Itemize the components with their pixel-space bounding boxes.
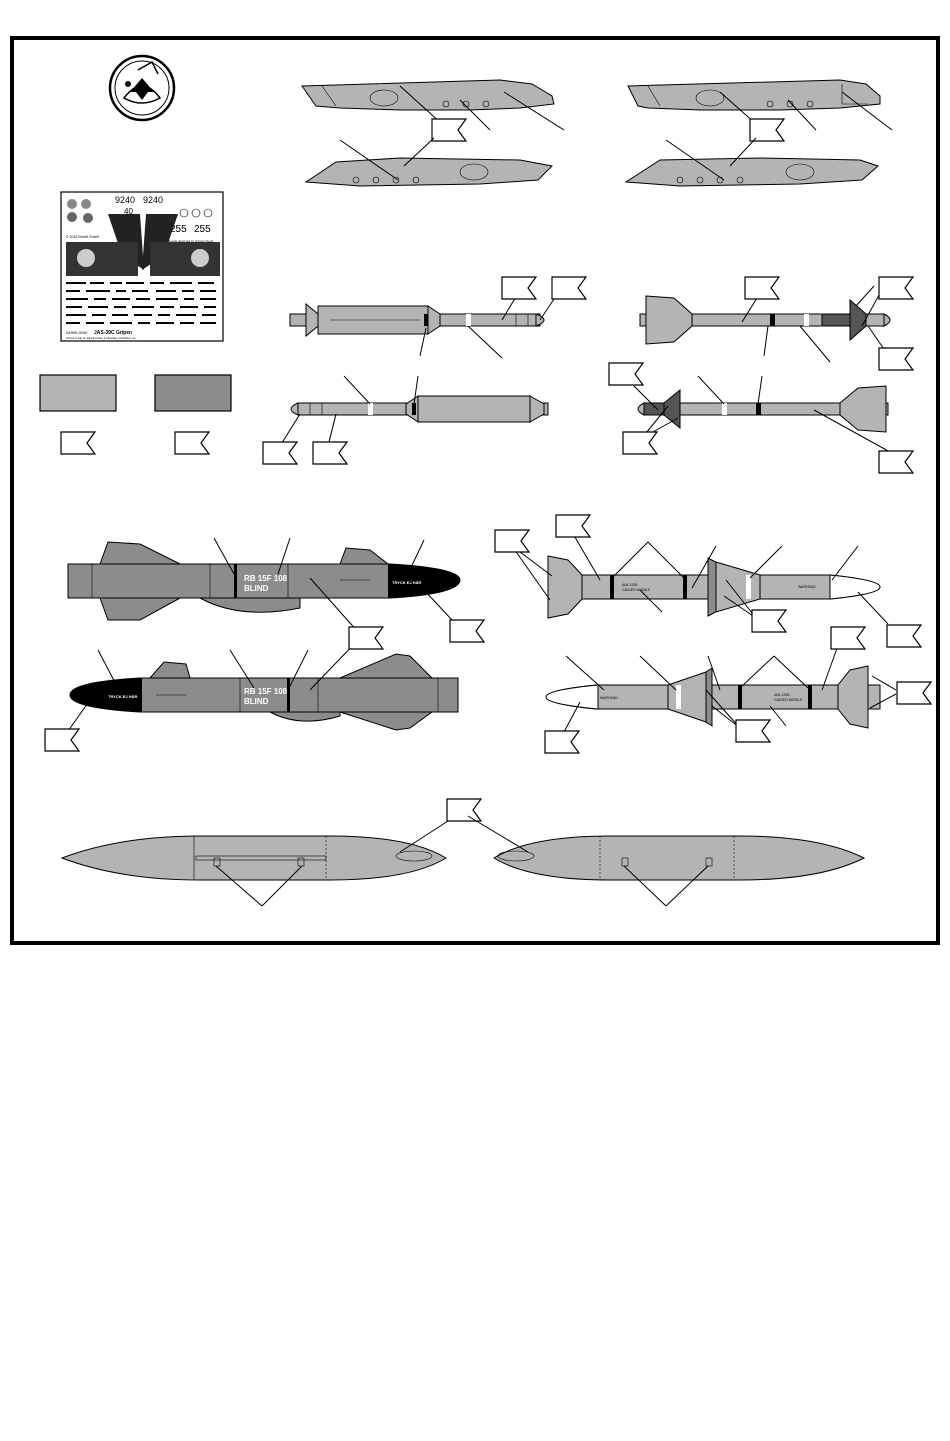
missile-left-bottom — [263, 376, 548, 464]
sheet-kit-code: 04999-0040 — [66, 330, 88, 335]
decal-callout-flag — [313, 442, 347, 464]
rbs-nose-text: TRYCK EJ HÄR — [108, 694, 138, 699]
sheet-kit-name: JAS-39C Gripen — [94, 330, 132, 336]
sheet-number-big-b: 255 — [194, 224, 211, 235]
decal-callout-flag — [879, 348, 913, 370]
decal-callout-flag — [447, 799, 481, 821]
sheet-copyright: © 2016 Revell GmbH — [66, 235, 100, 239]
squadron-emblem — [110, 56, 174, 120]
fuselage-side-view-left-top — [302, 80, 564, 141]
amraam-stencil-c: WARHEAD — [600, 696, 618, 700]
amraam-stencil-a: AIM-120B — [622, 583, 638, 587]
missile-right-top — [640, 277, 913, 370]
rbs-stencil-line1: RB 15F 108 — [244, 687, 288, 696]
decal-callout-flag — [736, 720, 770, 742]
rbs15-missile-top: RB 15F 108 BLIND TRYCK EJ HÄR — [68, 538, 484, 642]
amraam-missile-bottom: WARHEAD AIM-120B GUIDED MISSILE — [545, 627, 931, 753]
amraam-stencil-c: WARHEAD — [798, 585, 816, 589]
decal-callout-flag — [502, 277, 536, 299]
rbs-stencil-line2: BLIND — [244, 584, 269, 593]
decal-callout-flag — [432, 119, 466, 141]
decal-callout-flag — [831, 627, 865, 649]
sheet-printer: Printed in Italy for Revell GmbH, a subs… — [66, 336, 137, 340]
decal-callout-flag — [45, 729, 79, 751]
color-callout-flag — [175, 432, 209, 454]
amraam-stencil-b: GUIDED MISSILE — [774, 698, 803, 702]
decal-callout-flag — [263, 442, 297, 464]
decal-callout-flag — [450, 620, 484, 642]
fuselage-side-view-right-top — [628, 80, 892, 141]
rbs-nose-text: TRYCK EJ HÄR — [392, 580, 422, 585]
amraam-stencil-a: AIM-120B — [774, 693, 790, 697]
decal-callout-flag — [349, 627, 383, 649]
sheet-number-top: 9240 — [115, 195, 135, 205]
fuselage-side-view-right-bottom — [626, 138, 878, 186]
decal-callout-flag — [495, 530, 529, 552]
color-callout-flag — [61, 432, 95, 454]
decal-callout-flag — [556, 515, 590, 537]
sheet-number-top-b: 9240 — [143, 195, 163, 205]
swatch-light-grey — [40, 375, 116, 411]
decal-callout-flag — [623, 432, 657, 454]
rbs15-missile-bottom: RB 15F 108 BLIND TRYCK EJ HÄR — [45, 627, 458, 751]
drop-tank-left — [62, 799, 481, 906]
color-swatches — [40, 375, 231, 454]
decal-callout-flag — [609, 363, 643, 385]
missile-left-top — [290, 277, 586, 358]
decal-callout-flag — [752, 610, 786, 632]
fuselage-side-view-left-bottom — [306, 138, 552, 186]
rbs-stencil-line2: BLIND — [244, 697, 269, 706]
decal-callout-flag — [887, 625, 921, 647]
amraam-stencil-b: GUIDED MISSILE — [622, 588, 651, 592]
decal-callout-flag — [745, 277, 779, 299]
decal-callout-flag — [879, 451, 913, 473]
decal-callout-flag — [879, 277, 913, 299]
sheet-number-big-a: 255 — [170, 224, 187, 235]
decal-sheet-thumbnail: 9240 9240 40 255 255 Decals designed by … — [61, 192, 223, 341]
decal-callout-flag — [897, 682, 931, 704]
drop-tank-right — [468, 816, 864, 906]
decal-callout-flag — [750, 119, 784, 141]
swatch-dark-grey — [155, 375, 231, 411]
rbs-stencil-line1: RB 15F 108 — [244, 574, 288, 583]
decal-callout-flag — [552, 277, 586, 299]
missile-right-bottom — [609, 363, 913, 473]
decal-callout-flag — [545, 731, 579, 753]
